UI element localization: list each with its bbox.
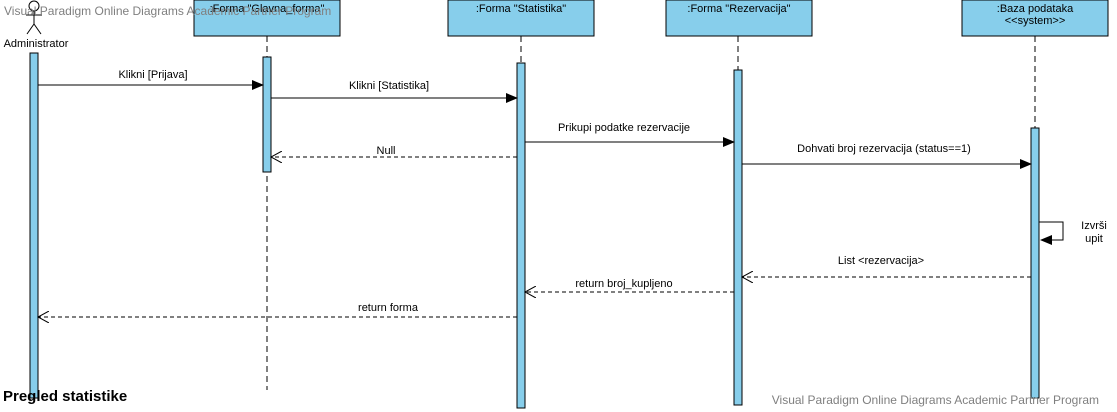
diagram-title: Pregled statistike [3, 388, 128, 405]
activation-bar-glavna [262, 56, 272, 173]
message-label-1: Klikni [Statistika] [349, 80, 429, 92]
participant-box-statistika [447, 0, 595, 37]
message-arrow-self-call [1039, 221, 1064, 245]
message-label-self-line1: Izvrši [1081, 220, 1107, 232]
message-label-4: Dohvati broj rezervacija (status==1) [797, 143, 971, 155]
message-label-3: Null [377, 145, 396, 157]
watermark-top: Visual Paradigm Online Diagrams Academic… [4, 4, 332, 18]
message-label-6: List <rezervacija> [838, 255, 924, 267]
participant-label-baza: :Baza podataka [997, 3, 1074, 15]
participant-box-glavna [193, 0, 341, 37]
participant-label-statistika: :Forma "Statistika" [476, 3, 566, 15]
actor-label: Administrator [4, 38, 69, 50]
participant-stereotype-baza: <<system>> [1005, 15, 1066, 27]
message-label-8: return forma [358, 302, 419, 314]
activation-bar-rezervacija [733, 69, 743, 406]
participant-box-rezervacija [665, 0, 813, 37]
actor-right-leg [33, 23, 42, 35]
participant-label-glavna: :Forma "Glavna_forma" [210, 3, 325, 15]
watermark-bottom: Visual Paradigm Online Diagrams Academic… [771, 393, 1099, 407]
message-label-self-line2: upit [1085, 233, 1103, 245]
participant-label-rezervacija: :Forma "Rezervacija" [687, 3, 790, 15]
message-label-7: return broj_kupljeno [575, 278, 672, 290]
message-label-2: Prikupi podatke rezervacije [558, 122, 690, 134]
actor-left-leg [26, 23, 35, 35]
activation-bar-admin [29, 52, 39, 399]
message-label-0: Klikni [Prijava] [118, 69, 187, 81]
activation-bar-baza [1030, 127, 1040, 399]
activation-bar-statistika [516, 62, 526, 409]
